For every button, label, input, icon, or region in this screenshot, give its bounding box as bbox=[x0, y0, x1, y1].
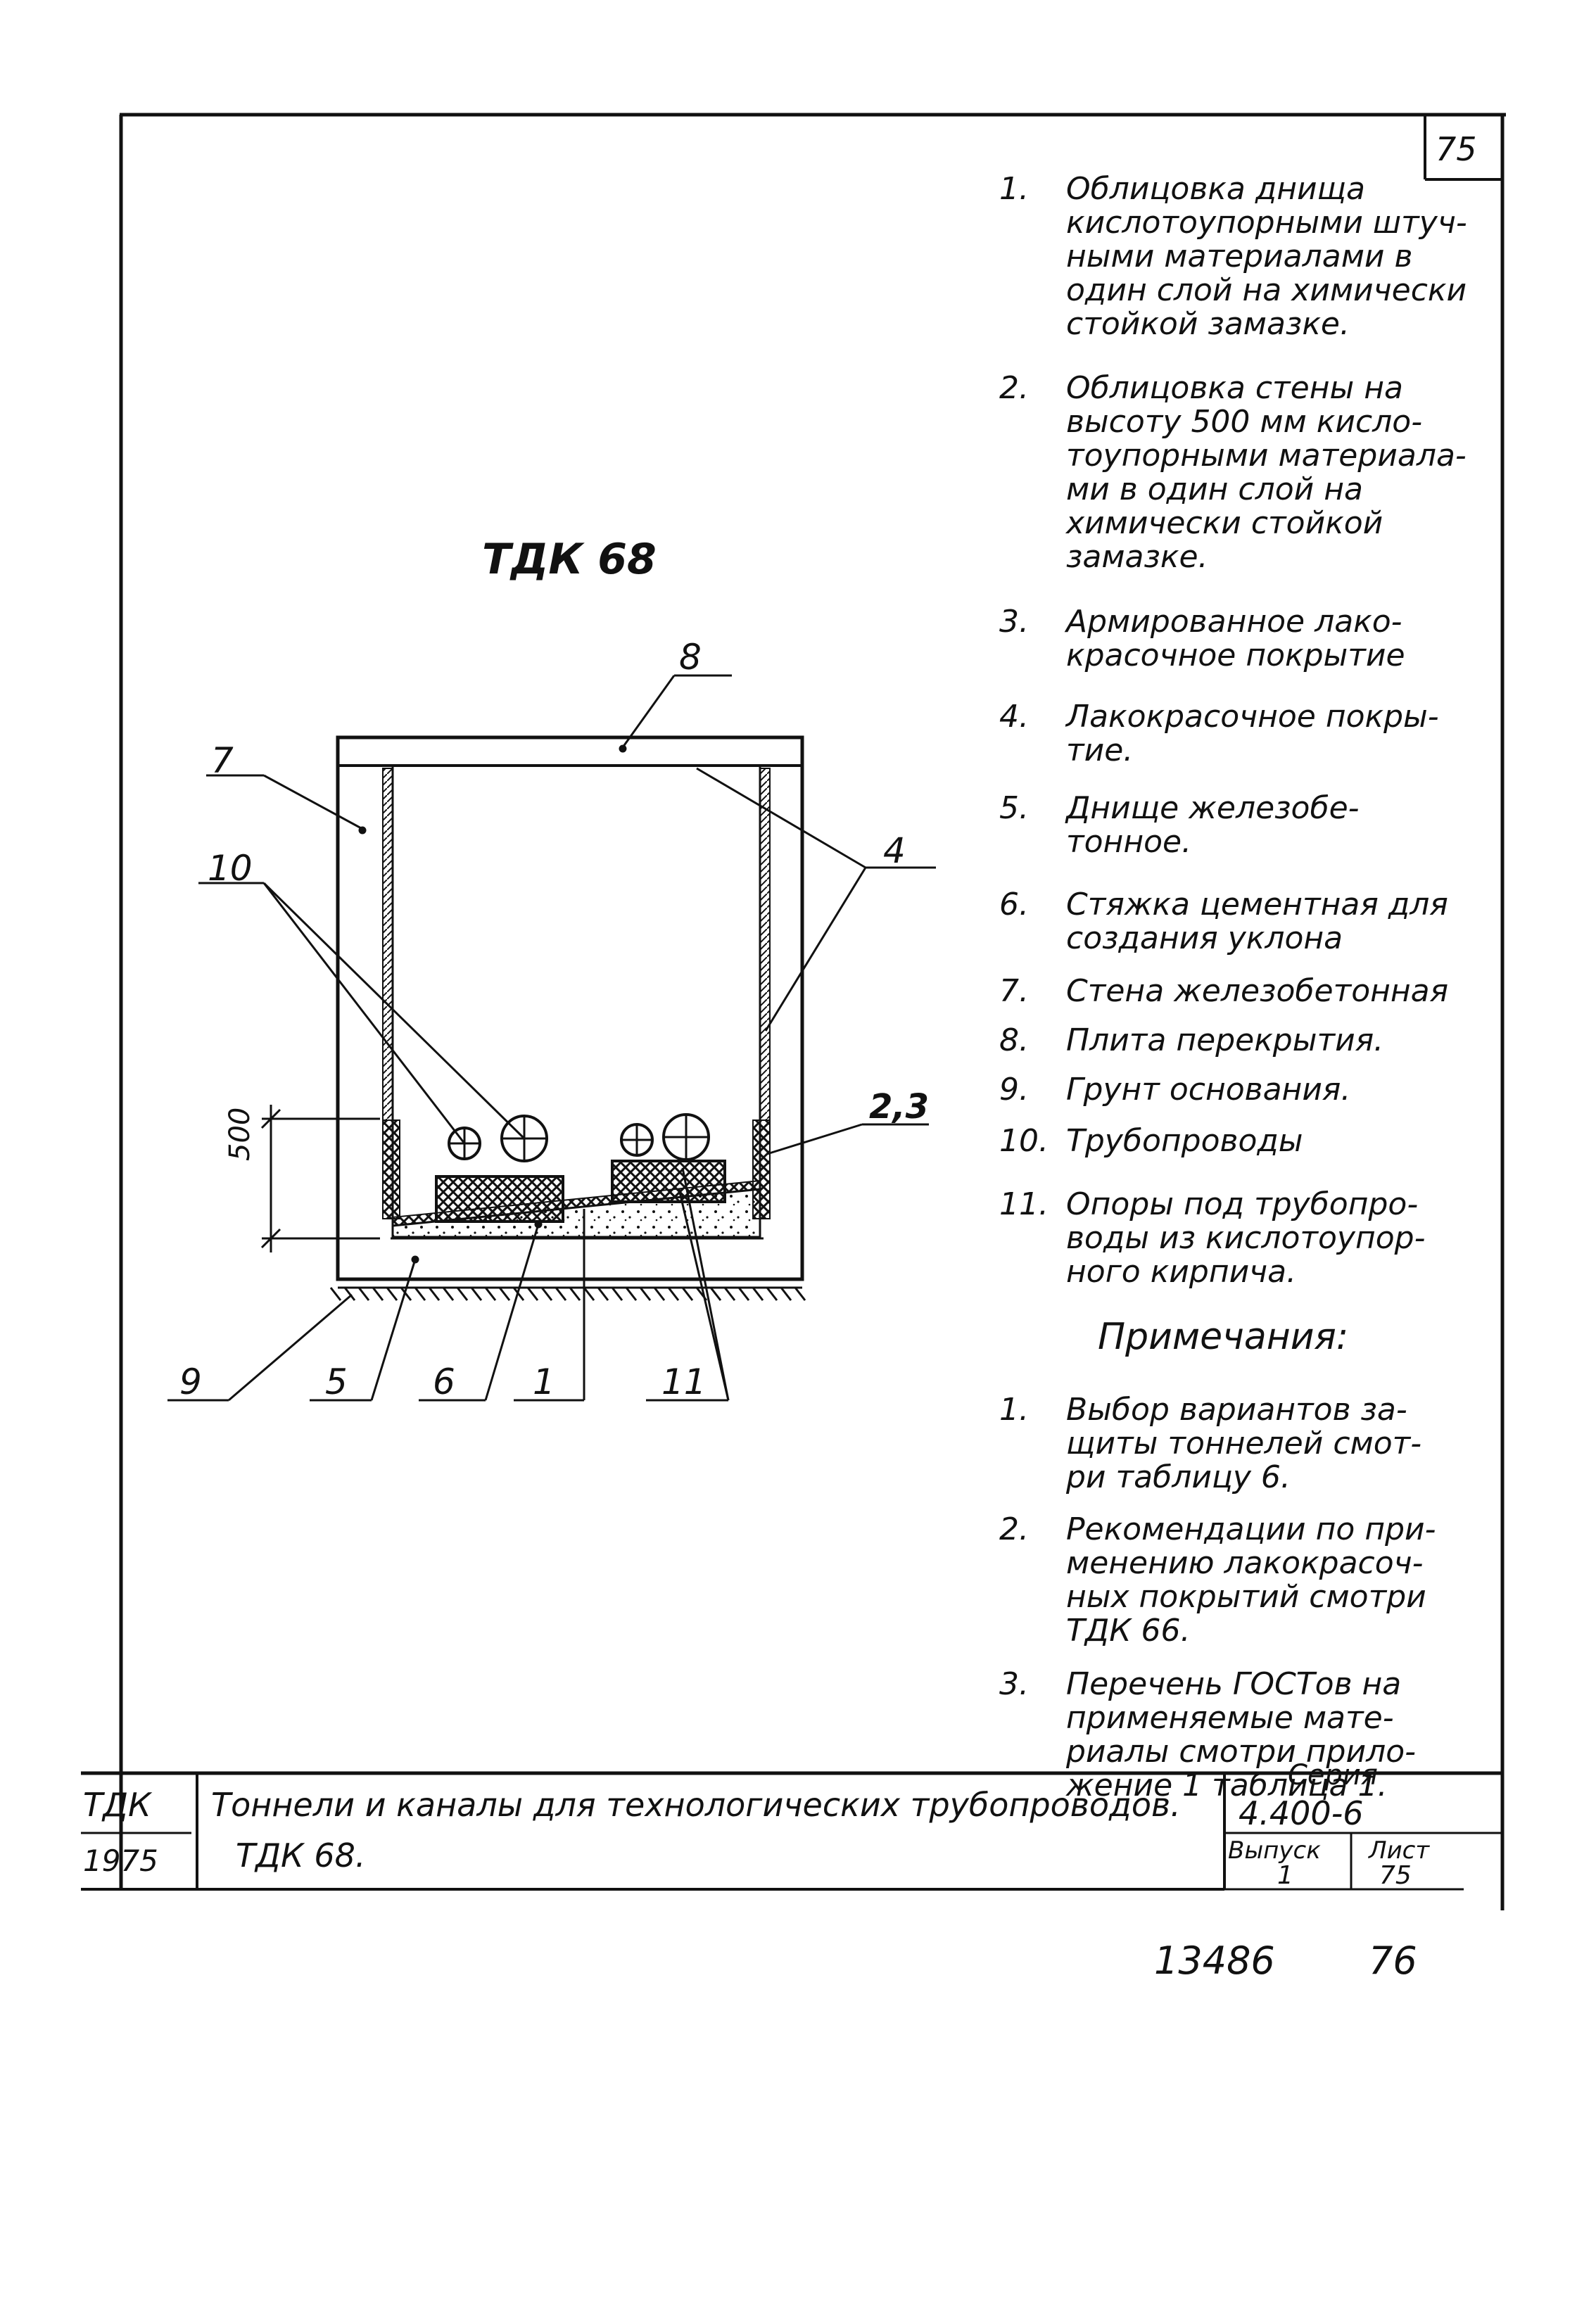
tunnel-section bbox=[336, 735, 804, 1289]
legend-number: 2. bbox=[999, 370, 1029, 406]
dimension-500-lines bbox=[260, 1105, 380, 1252]
legend-text: Плита перекрытия. bbox=[1066, 1022, 1384, 1058]
leader-lines bbox=[167, 674, 936, 1402]
note-number: 3. bbox=[999, 1666, 1029, 1702]
note-number: 2. bbox=[999, 1511, 1029, 1547]
callout-6: 6 bbox=[433, 1362, 455, 1402]
title-block-year: 1975 bbox=[83, 1844, 158, 1878]
title-block-frame bbox=[81, 1771, 1502, 1891]
sheet-number-box: 75 bbox=[1436, 130, 1477, 168]
legend-number: 7. bbox=[999, 973, 1029, 1009]
drawing-title: ТДК 68 bbox=[482, 535, 657, 584]
callout-4: 4 bbox=[883, 830, 906, 871]
legend-number: 11. bbox=[999, 1186, 1049, 1222]
legend-number: 1. bbox=[999, 171, 1029, 207]
archive-number: 13486 bbox=[1154, 1939, 1275, 1983]
issue-label: Выпуск bbox=[1228, 1836, 1321, 1865]
page-frame bbox=[119, 113, 1506, 1910]
legend-number: 9. bbox=[999, 1072, 1029, 1108]
sheet-value: 75 bbox=[1379, 1861, 1412, 1890]
callout-2-3: 2,3 bbox=[869, 1087, 930, 1127]
title-block-subtitle: ТДК 68. bbox=[236, 1836, 366, 1874]
legend-text: Опоры под трубопро- воды из кислотоупор-… bbox=[1066, 1186, 1426, 1290]
series-value: 4.400-6 bbox=[1239, 1794, 1364, 1832]
callout-5: 5 bbox=[325, 1362, 348, 1402]
legend-text: Грунт основания. bbox=[1066, 1072, 1351, 1108]
legend-text: Облицовка стены на высоту 500 мм кисло- … bbox=[1066, 370, 1467, 575]
legend-number: 6. bbox=[999, 887, 1029, 922]
sheet-label: Лист bbox=[1369, 1836, 1430, 1865]
legend-text: Армированное лако- красочное покрытие bbox=[1066, 604, 1405, 673]
series-label: Серия bbox=[1288, 1759, 1378, 1791]
legend-text: Трубопроводы bbox=[1066, 1123, 1303, 1159]
legend-text: Стена железобетонная bbox=[1066, 973, 1449, 1009]
callout-8: 8 bbox=[679, 637, 702, 678]
dimension-500: 500 bbox=[224, 1107, 256, 1161]
notes-heading: Примечания: bbox=[1098, 1316, 1349, 1358]
callout-9: 9 bbox=[179, 1362, 202, 1402]
legend-text: Лакокрасочное покры- тие. bbox=[1066, 699, 1439, 768]
legend-number: 5. bbox=[999, 790, 1029, 826]
legend-number: 8. bbox=[999, 1022, 1029, 1058]
note-text: Выбор вариантов за- щиты тоннелей смот- … bbox=[1066, 1392, 1422, 1495]
page-number: 76 bbox=[1369, 1939, 1417, 1983]
callout-10: 10 bbox=[208, 848, 253, 889]
legend-text: Облицовка днища кислотоупорными штуч- ны… bbox=[1066, 171, 1467, 342]
legend-number: 10. bbox=[999, 1123, 1049, 1159]
note-text: Перечень ГОСТов на применяемые мате- риа… bbox=[1066, 1666, 1416, 1803]
callout-11: 11 bbox=[661, 1362, 707, 1402]
legend-number: 3. bbox=[999, 604, 1029, 640]
callout-7: 7 bbox=[211, 740, 234, 781]
legend-text: Днище железобе- тонное. bbox=[1066, 790, 1360, 860]
ground-hatch bbox=[329, 1287, 806, 1301]
legend-number: 4. bbox=[999, 699, 1029, 735]
note-text: Рекомендации по при- менению лакокрасоч-… bbox=[1066, 1511, 1436, 1649]
callout-1: 1 bbox=[533, 1362, 555, 1402]
note-number: 1. bbox=[999, 1392, 1029, 1428]
issue-value: 1 bbox=[1277, 1861, 1293, 1890]
title-block-code: ТДК bbox=[83, 1786, 151, 1824]
legend-text: Стяжка цементная для создания уклона bbox=[1066, 887, 1448, 956]
title-block-title: Тоннели и каналы для технологических тру… bbox=[211, 1786, 1181, 1824]
